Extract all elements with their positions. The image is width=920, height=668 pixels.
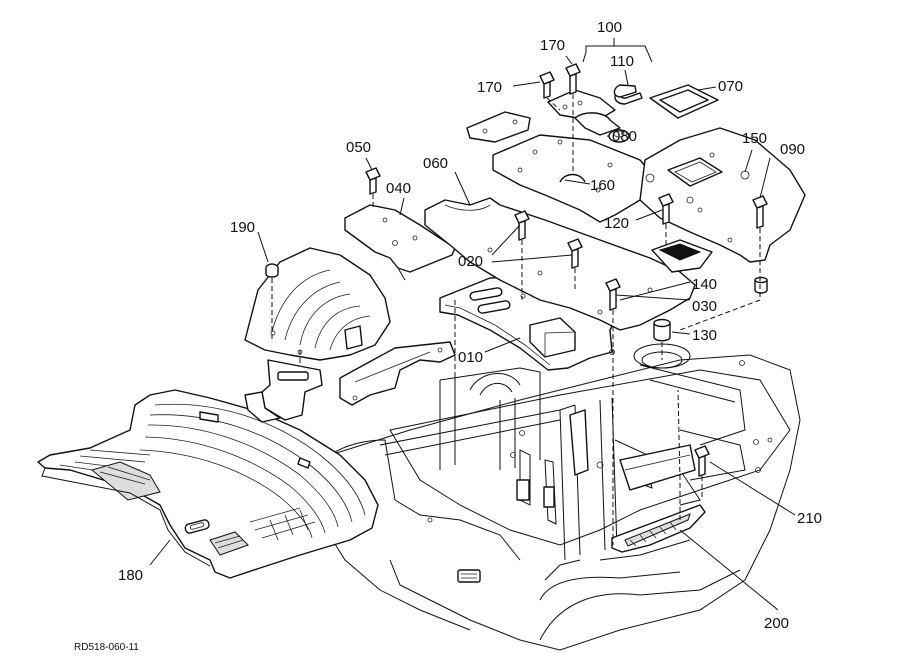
part-140-bracket bbox=[466, 89, 621, 143]
part-100-gasket bbox=[649, 84, 719, 119]
machine-frame bbox=[299, 343, 801, 651]
callout-170-top: 170 bbox=[540, 37, 565, 54]
callout-050: 050 bbox=[346, 139, 371, 156]
callout-060: 060 bbox=[423, 155, 448, 172]
callout-090: 140 bbox=[692, 276, 717, 293]
bolt-030 bbox=[605, 278, 621, 311]
spacer-130 bbox=[754, 276, 768, 294]
callout-140: 100 bbox=[597, 19, 622, 36]
bracket-plate-left bbox=[339, 325, 456, 406]
callout-labels: 100 170 170 110 070 080 150 090 160 120 … bbox=[74, 19, 822, 653]
callout-170-left: 170 bbox=[477, 79, 502, 96]
part-090-pad bbox=[651, 239, 713, 273]
bolt-020-a bbox=[514, 210, 530, 241]
leader-lines bbox=[149, 38, 796, 611]
document-id: RD518-060-11 bbox=[74, 642, 139, 653]
callout-010: 010 bbox=[458, 349, 483, 366]
callout-070: 130 bbox=[692, 327, 717, 344]
bolts bbox=[265, 63, 768, 477]
callout-080: 150 bbox=[742, 130, 767, 147]
bolt-020-b bbox=[567, 238, 583, 269]
callout-030: 030 bbox=[692, 298, 717, 315]
callout-180: 180 bbox=[118, 567, 143, 584]
nut-190 bbox=[265, 263, 279, 278]
callout-160: 160 bbox=[590, 177, 615, 194]
callout-150: 110 bbox=[610, 53, 634, 70]
part-070-spacer bbox=[653, 318, 671, 342]
callout-100: 070 bbox=[718, 78, 743, 95]
part-040-plate bbox=[344, 204, 456, 281]
callout-110: 080 bbox=[612, 128, 637, 145]
bolt-210 bbox=[694, 445, 710, 477]
assembly-guide-lines bbox=[271, 94, 761, 545]
part-080-right-plate bbox=[639, 127, 806, 263]
part-180-floor-mat bbox=[37, 389, 379, 579]
part-160-top-plate bbox=[492, 134, 656, 223]
callout-120: 120 bbox=[604, 215, 629, 232]
callout-040: 040 bbox=[386, 180, 411, 197]
callout-130: 090 bbox=[780, 141, 805, 158]
part-210-bracket bbox=[569, 409, 696, 491]
callout-200: 200 bbox=[764, 615, 789, 632]
part-150-u-bolt bbox=[613, 84, 643, 105]
bolt-120 bbox=[658, 193, 674, 225]
part-200-step bbox=[611, 504, 706, 553]
bolt-050 bbox=[365, 167, 381, 195]
callout-020: 020 bbox=[458, 253, 483, 270]
callout-190: 190 bbox=[230, 219, 255, 236]
part-060-large-plate bbox=[424, 197, 696, 331]
bolt-170-left bbox=[539, 71, 555, 99]
bolt-170-top bbox=[565, 63, 581, 95]
callout-210: 210 bbox=[797, 510, 822, 527]
